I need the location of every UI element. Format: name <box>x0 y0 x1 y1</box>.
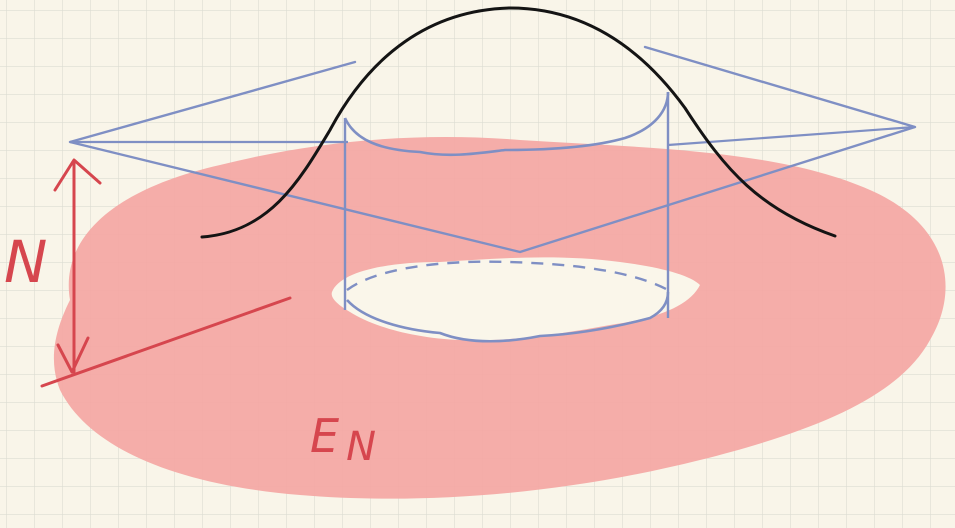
region-label: E N <box>310 409 376 470</box>
region-hole <box>331 257 700 341</box>
plane-outline <box>68 45 917 254</box>
disk-bottom-back-rim <box>346 260 669 292</box>
cylinder-top-cap <box>343 91 670 157</box>
height-arrow <box>53 158 102 374</box>
bell-curve <box>200 6 837 239</box>
region-label-main: E <box>310 409 339 463</box>
ground-line <box>40 296 292 388</box>
region-label-sub: N <box>346 424 376 470</box>
height-label: N <box>4 228 47 296</box>
disk-bottom-front-rim <box>346 291 670 343</box>
